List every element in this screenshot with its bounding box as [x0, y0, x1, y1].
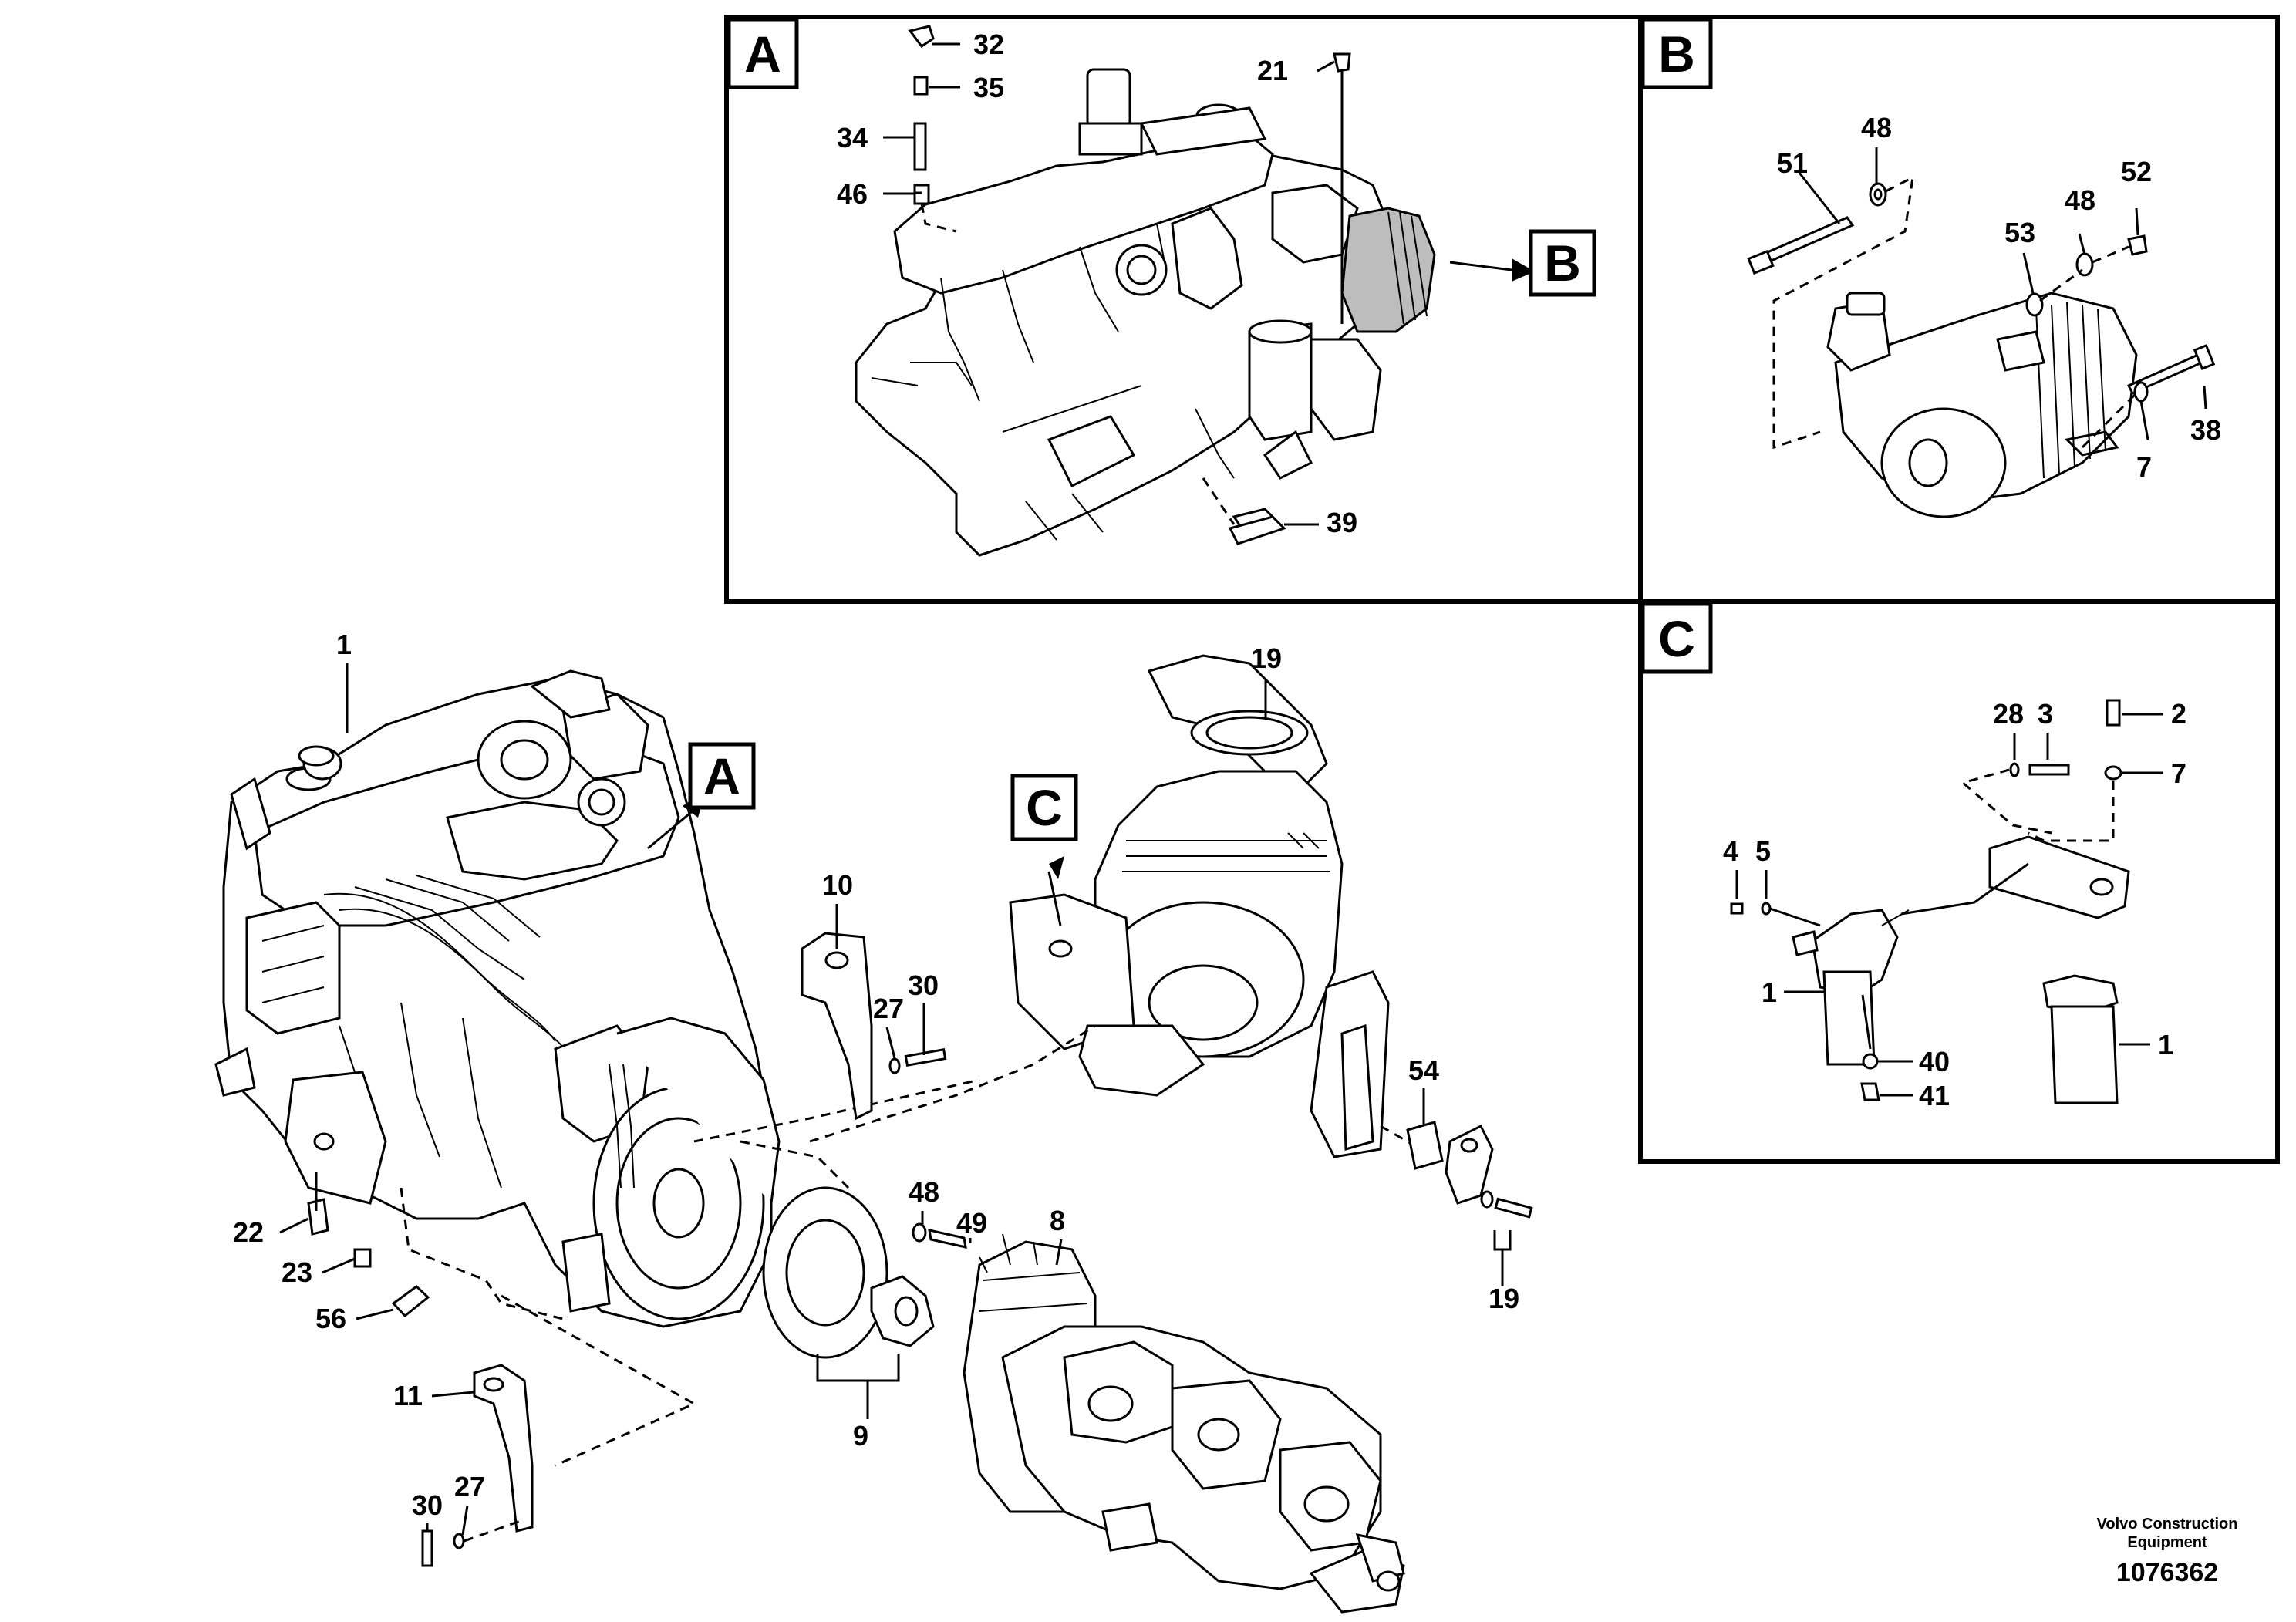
part-number-label: 30 — [412, 1489, 443, 1521]
panel-tag-c: C — [1640, 602, 1713, 674]
part-number-label: 51 — [1777, 147, 1808, 179]
part-number-label: 2 — [2171, 698, 2186, 730]
footer-company-line2: Equipment — [2127, 1534, 2207, 1551]
panel-tag-a: A — [727, 17, 799, 89]
part-number-label: 40 — [1919, 1046, 1950, 1077]
part-number-label: 7 — [2171, 757, 2186, 789]
main-small-parts — [307, 932, 1533, 1567]
footer-company-line1: Volvo Construction — [2097, 1516, 2238, 1533]
main-air-cleaner — [809, 654, 1435, 1158]
part-number-label: 54 — [1408, 1054, 1439, 1086]
part-number-label: 21 — [1257, 55, 1288, 86]
detail-a-engine — [855, 25, 1535, 557]
labels-detail-c: 28 3 2 7 4 5 1 1 40 41 — [1723, 698, 2186, 1111]
callout-ref-b: B — [1529, 229, 1596, 297]
svg-text:A: A — [744, 25, 781, 83]
part-number-label: 35 — [973, 72, 1004, 103]
part-number-label: 32 — [973, 29, 1004, 60]
labels-detail-b: 51 48 52 53 48 38 7 — [1777, 112, 2221, 483]
part-number-label: 27 — [873, 993, 904, 1024]
part-number-label: 3 — [2038, 698, 2053, 730]
part-number-label: 11 — [393, 1380, 423, 1411]
svg-text:C: C — [1658, 610, 1695, 667]
part-number-label: 49 — [956, 1207, 987, 1239]
part-number-label: 7 — [2136, 451, 2152, 483]
part-number-label: 27 — [454, 1471, 485, 1502]
main-hydraulic-pump — [963, 1233, 1405, 1614]
part-number-label: 41 — [1919, 1080, 1950, 1111]
footer-brand: Volvo Construction Equipment 1076362 — [2097, 1516, 2238, 1587]
part-number-label: 23 — [282, 1256, 312, 1288]
part-number-label: 1 — [336, 629, 352, 660]
doc-number: 1076362 — [2116, 1558, 2218, 1587]
part-number-label: 39 — [1327, 507, 1357, 538]
part-number-label: 1 — [2158, 1029, 2173, 1061]
part-number-label: 48 — [909, 1176, 939, 1208]
part-number-label: 48 — [2065, 184, 2095, 216]
panel-tag-b: B — [1640, 17, 1713, 89]
part-number-label: 30 — [908, 969, 939, 1001]
part-number-label: 4 — [1723, 835, 1738, 867]
part-number-label: 22 — [233, 1216, 264, 1248]
part-number-label: 56 — [315, 1303, 346, 1334]
part-number-label: 34 — [837, 122, 868, 153]
part-number-label: 48 — [1861, 112, 1892, 143]
svg-text:A: A — [703, 747, 740, 804]
part-number-label: 5 — [1755, 835, 1771, 867]
detail-b-alternator — [1747, 147, 2216, 518]
svg-text:B: B — [1658, 25, 1695, 83]
svg-text:B: B — [1544, 234, 1581, 292]
callout-ref-c: C — [1010, 774, 1078, 841]
part-number-label: 1 — [1762, 976, 1777, 1008]
part-number-label: 38 — [2190, 414, 2221, 446]
callout-ref-a: A — [688, 742, 756, 810]
part-number-label: 28 — [1993, 698, 2024, 730]
part-number-label: 53 — [2004, 217, 2035, 248]
leaders-main — [279, 663, 1504, 1536]
part-number-label: 8 — [1050, 1205, 1065, 1236]
part-number-label: 10 — [822, 869, 853, 901]
svg-text:C: C — [1026, 779, 1063, 836]
part-number-label: 46 — [837, 178, 868, 210]
part-number-label: 52 — [2121, 156, 2152, 187]
labels-main: 1 19 10 30 27 54 22 23 56 48 49 8 9 19 1… — [233, 629, 1519, 1521]
part-number-label: 19 — [1489, 1283, 1519, 1314]
part-number-label: 19 — [1251, 642, 1282, 674]
labels-detail-a: 32 35 34 46 21 39 — [837, 29, 1357, 538]
part-number-label: 9 — [853, 1420, 868, 1452]
detail-c-filter — [1730, 699, 2163, 1104]
detail-frame-c — [1638, 599, 2280, 1164]
